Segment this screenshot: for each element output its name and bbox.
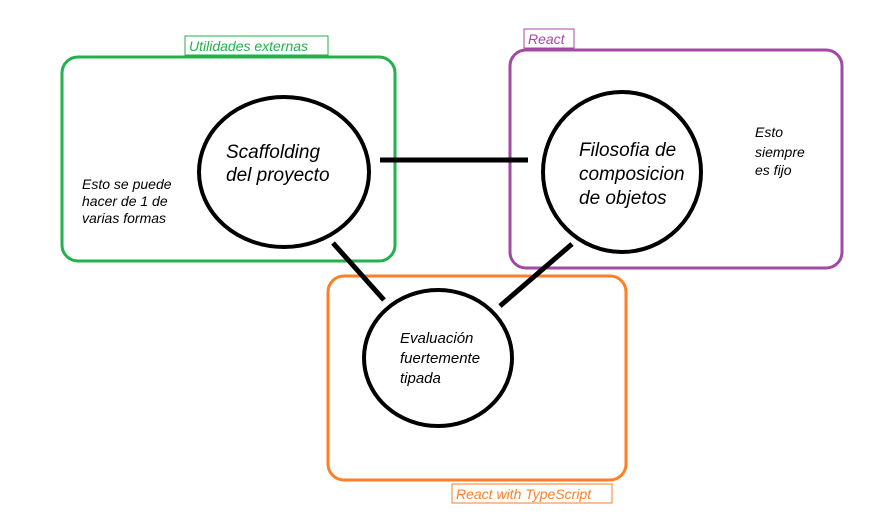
note-external: Esto se puede hacer de 1 de varias forma… [82,176,175,226]
node-filosofia-line3: de objetos [579,188,667,209]
note-react-line2: siempre [755,144,805,160]
node-filosofia-label: Filosofia de composicion de objetos [579,140,690,209]
node-scaffolding-line1: Scaffolding [226,142,320,163]
node-evaluacion-line3: tipada [400,370,441,387]
group-label-react: React [523,28,575,49]
group-box-typescript [326,274,628,482]
note-external-line3: varias formas [82,210,166,226]
node-evaluacion-line2: fuertemente [400,350,480,367]
group-label-external: Utilidades externas [184,35,329,56]
note-react: Esto siempre es fijo [755,124,809,178]
group-label-external-text: Utilidades externas [189,38,308,54]
group-label-react-text: React [528,31,566,47]
note-react-line1: Esto [755,124,783,140]
edge-scaffolding-evaluacion [331,241,386,302]
node-filosofia-line2: composicion [579,164,685,185]
node-filosofia-line1: Filosofia de [579,140,676,161]
node-scaffolding-label: Scaffolding del proyecto [226,142,330,186]
note-external-line1: Esto se puede [82,176,172,192]
node-evaluacion-line1: Evaluación [400,330,473,347]
note-external-line2: hacer de 1 de [82,193,168,209]
group-label-typescript: React with TypeScript [451,483,613,504]
node-evaluacion [362,288,514,428]
node-filosofia [541,90,703,254]
node-scaffolding [197,95,371,249]
group-label-typescript-text: React with TypeScript [456,486,592,502]
note-react-line3: es fijo [755,162,792,178]
edge-filosofia-evaluacion [498,242,574,308]
node-evaluacion-label: Evaluación fuertemente tipada [400,330,484,387]
node-scaffolding-line2: del proyecto [226,165,330,186]
